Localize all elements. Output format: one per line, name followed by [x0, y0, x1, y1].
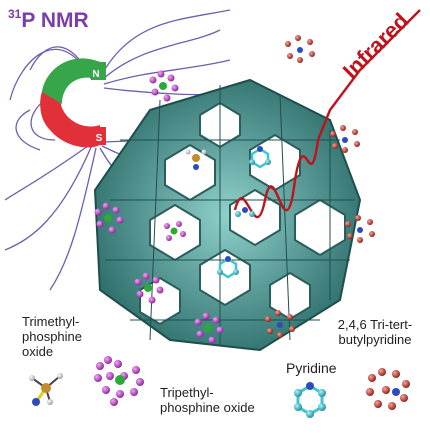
- horseshoe-magnet-icon: [40, 58, 106, 148]
- pyridine-label: Pyridine: [286, 360, 337, 376]
- tppo-molecule: [94, 356, 144, 406]
- ttbp-molecule: [330, 125, 360, 153]
- pyridine-molecule: [235, 207, 255, 217]
- tri-tert-butylpyridine-molecules: [265, 35, 410, 410]
- ttbp-label-line: 2,4,6 Tri-tert-: [337, 317, 413, 332]
- ttbp-molecule: [366, 368, 410, 410]
- tmpo-molecule: [29, 373, 63, 406]
- tppo-label: Tripethyl- phosphine oxide: [160, 385, 280, 416]
- ttbp-molecule: [265, 310, 295, 338]
- tmpo-label-line: phosphine: [22, 328, 82, 344]
- magnetic-field-lines: [4, 9, 241, 291]
- pyridine-molecule: [217, 256, 239, 279]
- nmr-title: 31P NMR: [8, 7, 89, 33]
- pyridine-molecule: [249, 146, 271, 169]
- tppo-label-line: phosphine oxide: [160, 399, 255, 415]
- nmr-isotope-superscript: 31: [8, 7, 22, 21]
- tripethylphosphine-oxide-molecules: [94, 70, 224, 406]
- tmpo-label-line: oxide: [22, 343, 54, 359]
- nmr-title-text: P NMR: [21, 9, 89, 32]
- zeolite-framework: [93, 78, 362, 352]
- pyridine-molecules: [217, 146, 326, 418]
- tmpo-molecule: [185, 149, 207, 170]
- tmpo-label: Trimethyl- phosphine oxide: [22, 314, 132, 360]
- pyridine-molecule: [294, 382, 326, 418]
- tppo-label-line: Tripethyl-: [160, 385, 214, 400]
- ttbp-molecule: [285, 35, 315, 63]
- magnet-south-label: S: [96, 133, 103, 144]
- tmpo-label-line: Trimethyl-: [22, 314, 80, 329]
- magnet-north-label: N: [92, 69, 99, 80]
- tppo-molecule: [164, 221, 186, 241]
- ttbp-label: 2,4,6 Tri-tert- butylpyridine: [320, 317, 430, 348]
- infrared-label: Infrared: [338, 8, 414, 84]
- tppo-molecule: [94, 202, 124, 234]
- tppo-molecule: [134, 272, 164, 304]
- tppo-molecule: [149, 70, 179, 102]
- tppo-molecule: [194, 312, 224, 344]
- ttbp-label-line: butylpyridine: [338, 331, 412, 347]
- trimethylphosphine-oxide-molecules: [29, 149, 207, 406]
- ttbp-molecule: [345, 215, 375, 243]
